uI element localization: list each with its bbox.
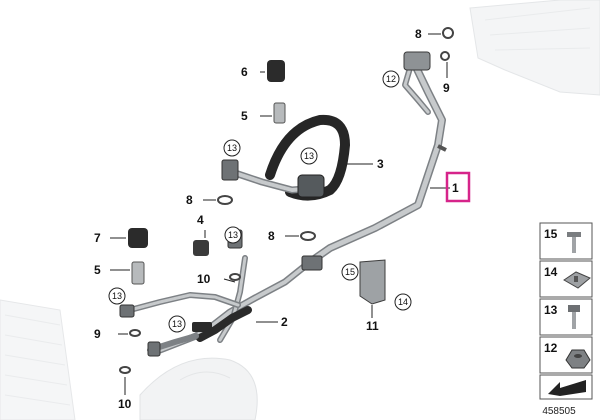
pipe-1 [306,61,446,266]
circled-ref-13-a: 13 [223,139,241,157]
callout-8-left: 8 [186,193,193,207]
callout-10-middle: 10 [197,272,211,286]
callout-2: 2 [281,315,288,329]
circled-ref-13-d: 13 [108,287,126,305]
circled-ref-14: 14 [394,293,412,311]
callout-4: 4 [197,213,204,227]
legend-row-13: 13 [539,298,593,336]
arrow-left-icon [548,380,586,396]
svg-text:15: 15 [544,227,558,241]
circled-ref-13-c: 13 [224,226,242,244]
callout-5-top: 5 [241,109,248,123]
callout-11: 11 [366,319,379,333]
bracket-11 [359,259,386,305]
circled-ref-13-f: 13 [0,0,10,2]
legend-footer [539,374,593,400]
hex-nut-icon [565,349,591,369]
bolt-flange-icon [567,232,581,253]
valve-5-bottom [131,261,145,285]
legend-row-14: 14 [539,260,593,298]
square-nut-clip-icon [563,271,591,289]
callout-8-top: 8 [415,27,422,41]
circled-ref-12: 12 [382,70,400,88]
callout-9-bottom: 9 [94,327,101,341]
callout-6: 6 [241,65,248,79]
valve-5-top [273,102,286,124]
ac-lines [127,61,446,354]
svg-text:13: 13 [304,151,314,161]
callout-7: 7 [94,231,101,245]
legend-row-12: 12 [539,336,593,374]
callout-3: 3 [377,157,384,171]
hex-bolt-icon [568,305,580,329]
callout-1: 1 [452,181,459,195]
callout-5-bottom: 5 [94,263,101,277]
svg-text:13: 13 [544,303,558,317]
svg-text:12: 12 [386,74,396,84]
circled-ref-13-e: 13 [168,315,186,333]
diagram-id: 458505 [542,406,576,417]
svg-text:14: 14 [398,297,408,307]
highlight-box-part-1 [445,171,471,203]
circled-ref-13-b: 13 [300,147,318,165]
callout-10-bottom: 10 [118,397,132,411]
callout-8-middle: 8 [268,229,275,243]
svg-text:15: 15 [345,267,355,277]
svg-text:13: 13 [228,230,238,240]
svg-text:13: 13 [172,319,182,329]
cap-4 [193,240,209,256]
cap-6 [267,60,285,82]
circled-ref-15: 15 [341,263,359,281]
svg-text:13: 13 [227,143,237,153]
legend-row-15: 15 [539,222,593,260]
circled-references: 12 13 13 13 13 13 13 14 15 [0,0,412,333]
callout-9-top: 9 [443,81,450,95]
svg-text:13: 13 [112,291,122,301]
callout-labels: 1 2 3 4 5 5 6 7 8 8 8 9 9 10 10 11 [94,27,459,411]
cap-7 [128,228,148,248]
hardware-legend: 15 14 13 12 [539,222,593,400]
svg-text:12: 12 [544,341,558,355]
svg-text:14: 14 [544,265,558,279]
